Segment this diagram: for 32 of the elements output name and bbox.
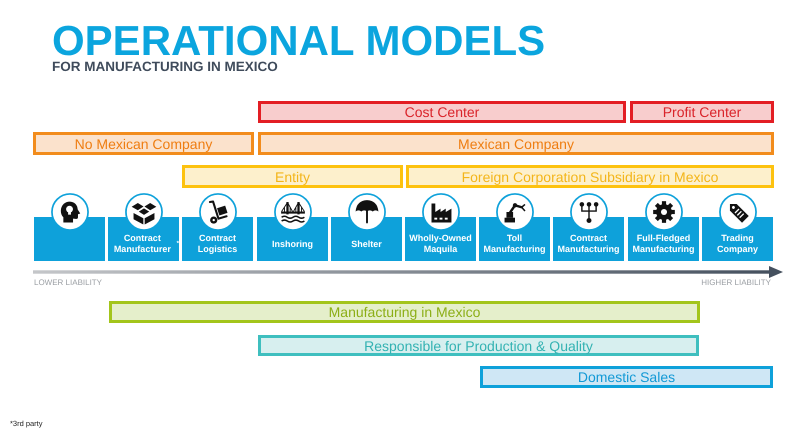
model-card bbox=[405, 193, 476, 261]
model-name: Toll Manufacturing bbox=[482, 232, 546, 256]
model-name: Full-Fledged Manufacturing bbox=[632, 232, 696, 256]
title: OPERATIONAL MODELS bbox=[52, 20, 546, 62]
range-band: Entity bbox=[182, 165, 403, 188]
range-band: Mexican Company bbox=[258, 132, 774, 155]
model-card bbox=[702, 193, 773, 261]
model-name: Shelter bbox=[350, 238, 383, 251]
model-card bbox=[257, 193, 328, 261]
model-card bbox=[479, 193, 550, 261]
model-name: Wholly-Owned Maquila bbox=[408, 232, 473, 256]
range-band: No Mexican Company bbox=[33, 132, 254, 155]
model-name: Contract Manufacturer$^{*}$ bbox=[112, 232, 179, 256]
range-band: Profit Center bbox=[630, 101, 774, 123]
model-name: Trading Company bbox=[716, 232, 759, 256]
range-band: Manufacturing in Mexico bbox=[109, 301, 700, 323]
model-card bbox=[34, 193, 105, 261]
range-band: Cost Center bbox=[258, 101, 626, 123]
axis-label: HIGHER LIABILITY bbox=[701, 279, 771, 287]
subtitle: FOR MANUFACTURING IN MEXICO bbox=[52, 60, 278, 74]
model-card bbox=[331, 193, 402, 261]
model-name: Contract Logistics bbox=[196, 232, 238, 256]
model-card bbox=[182, 193, 253, 261]
model-card bbox=[108, 193, 179, 261]
axis-label: LOWER LIABILITY bbox=[34, 279, 102, 287]
model-card bbox=[553, 193, 624, 261]
model-name: Contract Manufacturing bbox=[556, 232, 620, 256]
model-name: Inshoring bbox=[271, 238, 314, 251]
range-band: Foreign Corporation Subsidiary in Mexico bbox=[406, 165, 774, 188]
range-band: Responsible for Production & Quality bbox=[258, 335, 699, 356]
model-card bbox=[628, 193, 699, 261]
range-band: Domestic Sales bbox=[480, 366, 773, 388]
